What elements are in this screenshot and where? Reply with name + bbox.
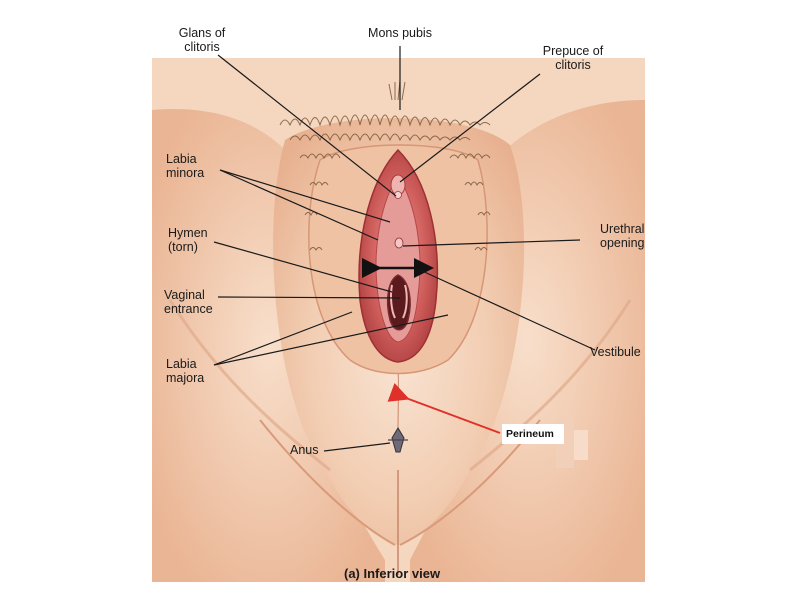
label-labia-majora-line2: majora: [166, 371, 205, 385]
leader-labia-minora-a: [219, 169, 379, 241]
label-vaginal-line1: Vaginal: [164, 288, 205, 302]
label-vaginal-line2: entrance: [164, 302, 213, 316]
leader-labia-majora-b: [213, 314, 449, 366]
label-urethral-opening: Urethral opening: [600, 222, 645, 250]
label-prepuce-line2: clitoris: [555, 58, 591, 72]
label-vestibule: Vestibule: [590, 345, 641, 359]
label-hymen-line1: Hymen: [168, 226, 208, 240]
label-labia-majora-line1: Labia: [166, 357, 197, 371]
label-glans-line1: Glans of: [178, 26, 226, 40]
label-glans-of-clitoris: Glans of clitoris: [162, 26, 242, 54]
perineum-label-box: [502, 424, 564, 444]
label-labia-minora-line2: minora: [166, 166, 205, 180]
leader-vaginal: [217, 296, 401, 299]
leader-anus: [323, 442, 391, 452]
figure-caption: (a) Inferior view: [344, 566, 441, 581]
label-labia-minora: Labia minora: [166, 152, 204, 180]
label-urethral-line1: Urethral: [600, 222, 645, 236]
pubic-hair: [279, 79, 491, 251]
label-vaginal-entrance: Vaginal entrance: [164, 288, 213, 316]
label-perineum: Perineum: [506, 428, 554, 440]
leader-labia-majora-a: [213, 311, 353, 366]
label-urethral-line2: opening: [600, 236, 645, 250]
leader-urethral: [402, 239, 581, 247]
leader-lines: [213, 46, 596, 452]
leader-hymen: [213, 241, 393, 293]
anus-shape: [388, 427, 408, 453]
label-glans-line2: clitoris: [184, 40, 220, 54]
label-hymen-line2: (torn): [168, 240, 198, 254]
label-prepuce-of-clitoris: Prepuce of clitoris: [528, 44, 618, 72]
label-hymen-torn: Hymen (torn): [168, 226, 208, 254]
leader-labia-minora-b: [219, 169, 391, 223]
leader-vestibule: [419, 269, 596, 351]
leader-prepuce: [399, 73, 541, 183]
perineum-arrow: [387, 383, 501, 434]
label-anus: Anus: [290, 443, 319, 457]
label-prepuce-line1: Prepuce of: [542, 44, 604, 58]
leader-glans: [217, 54, 397, 197]
label-mons-pubis: Mons pubis: [368, 26, 432, 40]
label-labia-majora: Labia majora: [166, 357, 204, 385]
label-labia-minora-line1: Labia: [166, 152, 197, 166]
